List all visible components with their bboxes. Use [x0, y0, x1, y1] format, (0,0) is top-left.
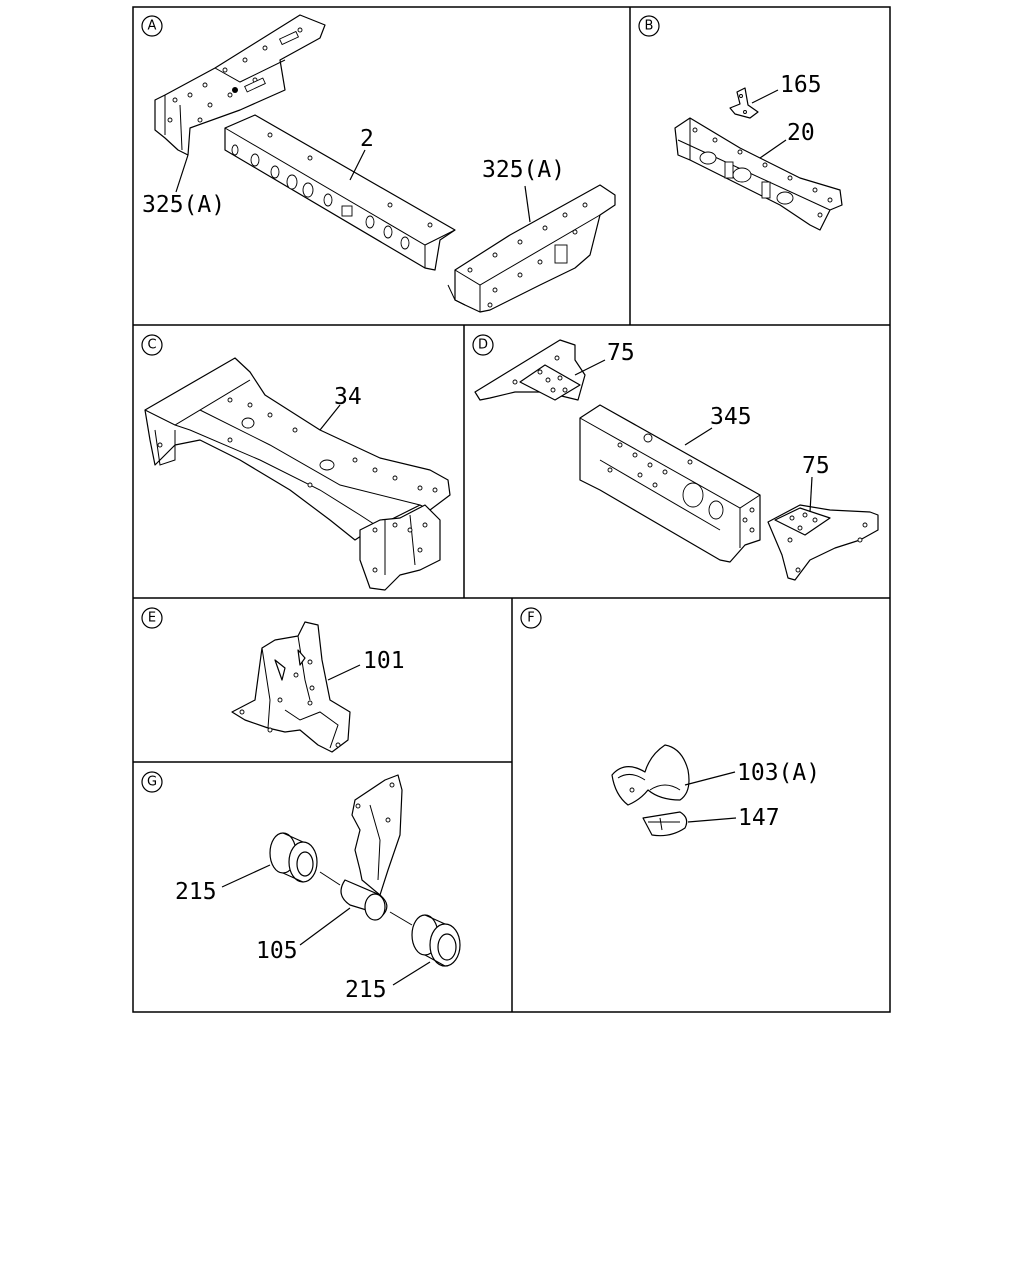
section-b: B 165 20	[638, 15, 843, 231]
label-34: 34	[334, 384, 362, 410]
section-e-badge-letter: E	[148, 611, 156, 626]
part-103a-drawing	[611, 744, 690, 806]
part-34-drawing	[144, 357, 451, 591]
section-g-badge: G	[141, 771, 163, 793]
label-103a: 103(A)	[737, 760, 820, 786]
part-325a-right-drawing	[447, 184, 616, 313]
section-f: F 103(A) 147	[520, 607, 820, 837]
section-e: E 101	[141, 607, 405, 753]
leader-101	[327, 664, 361, 681]
part-345-drawing	[579, 404, 761, 563]
part-325a-left-drawing	[154, 14, 326, 156]
section-g: G 21	[141, 771, 461, 1003]
section-d: D	[472, 334, 879, 581]
section-b-badge-letter: B	[645, 19, 654, 34]
section-d-badge-letter: D	[478, 338, 488, 353]
label-165: 165	[780, 72, 822, 98]
section-d-badge: D	[472, 334, 494, 356]
label-345: 345	[710, 404, 752, 430]
part-215-top-drawing	[269, 832, 341, 886]
label-105: 105	[256, 938, 298, 964]
leader-20	[759, 139, 787, 159]
label-215-bottom: 215	[345, 977, 387, 1003]
part-2-drawing	[224, 114, 456, 271]
label-325a-left: 325(A)	[142, 192, 225, 218]
leader-325a-right	[524, 185, 531, 223]
section-b-badge: B	[638, 15, 660, 37]
label-75-top: 75	[607, 340, 635, 366]
leader-105	[299, 907, 351, 946]
leader-75-top	[574, 359, 606, 376]
part-215-bottom-drawing	[389, 911, 461, 967]
label-101: 101	[363, 648, 405, 674]
label-75-bottom: 75	[802, 453, 830, 479]
leader-215-bottom	[392, 961, 431, 986]
label-2: 2	[360, 126, 374, 152]
section-a: A	[141, 14, 616, 313]
label-20: 20	[787, 120, 815, 146]
label-325a-right: 325(A)	[482, 157, 565, 183]
part-75-bottom-drawing	[767, 504, 879, 581]
leader-75-bottom	[809, 476, 813, 513]
section-f-badge-letter: F	[527, 611, 534, 626]
label-215-top: 215	[175, 879, 217, 905]
leader-2	[349, 149, 366, 181]
section-c-badge: C	[141, 334, 163, 356]
leader-34	[319, 404, 341, 431]
section-f-badge: F	[520, 607, 542, 629]
section-c: C	[141, 334, 451, 591]
leader-345	[684, 427, 713, 446]
leader-103a	[684, 771, 736, 786]
part-147-drawing	[642, 811, 688, 837]
leader-215-top	[221, 864, 271, 888]
section-e-badge: E	[141, 607, 163, 629]
label-147: 147	[738, 805, 780, 831]
part-165-drawing	[729, 87, 759, 119]
part-75-top-drawing	[474, 339, 586, 401]
section-g-badge-letter: G	[147, 775, 157, 790]
section-a-badge: A	[141, 15, 163, 37]
panel-frames	[132, 6, 891, 1013]
section-c-badge-letter: C	[147, 338, 156, 353]
part-20-drawing	[674, 117, 843, 231]
leader-325a-left	[175, 154, 189, 193]
leader-147	[687, 817, 737, 823]
section-a-badge-letter: A	[148, 19, 157, 34]
leader-165	[751, 89, 779, 104]
part-105-drawing	[340, 774, 403, 921]
part-101-drawing	[231, 621, 351, 753]
